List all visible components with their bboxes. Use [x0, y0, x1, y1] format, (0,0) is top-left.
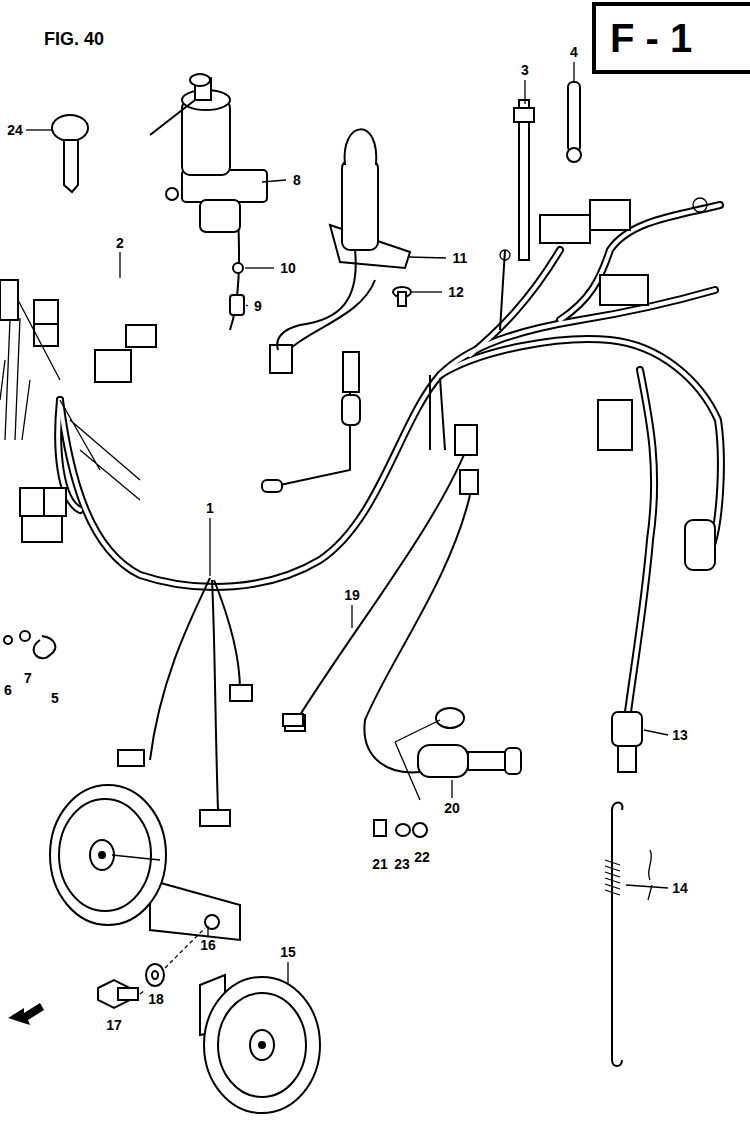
steering-lock — [277, 129, 410, 350]
horn — [200, 975, 320, 1113]
callout-number: 9 — [254, 299, 262, 313]
terminal — [283, 714, 303, 726]
clip — [4, 631, 55, 658]
callout-number: 14 — [672, 881, 688, 895]
screw — [230, 263, 411, 315]
callout-number: 5 — [51, 691, 59, 705]
callout-number: 23 — [394, 857, 410, 871]
callout-number: 18 — [148, 992, 164, 1006]
callout-number: 19 — [344, 588, 360, 602]
callout-number: 13 — [672, 728, 688, 742]
rear-brake-switch — [605, 712, 652, 1066]
bolt — [98, 928, 205, 1008]
callout-number: 22 — [414, 850, 430, 864]
callout-number: 1 — [206, 501, 214, 515]
key — [52, 115, 88, 192]
leader-line — [26, 62, 668, 983]
connector — [0, 200, 715, 826]
callout-number: 7 — [24, 671, 32, 685]
clamp — [514, 82, 581, 260]
callout-number: 10 — [280, 261, 296, 275]
callout-number: 12 — [448, 285, 464, 299]
callout-number: 24 — [7, 123, 23, 137]
ignition-switch — [150, 74, 267, 232]
callout-number: 2 — [116, 236, 124, 250]
harness-tube — [58, 205, 721, 712]
figure-code: F - 1 — [610, 18, 736, 58]
callout-number: 20 — [444, 801, 460, 815]
callout-number: 17 — [106, 1018, 122, 1032]
horn — [50, 785, 240, 940]
front-arrow — [8, 1003, 44, 1025]
callout-number: 15 — [280, 945, 296, 959]
brake-switch — [374, 708, 521, 837]
callout-number: 11 — [453, 251, 468, 265]
callout-number: 3 — [521, 63, 529, 77]
wire — [150, 215, 505, 810]
callout-number: 6 — [4, 683, 12, 697]
callout-number: 8 — [293, 173, 301, 187]
callout-number: 16 — [200, 938, 216, 952]
figure-code-box: F - 1 — [592, 2, 750, 74]
figure-title: FIG. 40 — [44, 30, 104, 48]
callout-number: 21 — [372, 857, 388, 871]
callout-number: 4 — [570, 45, 578, 59]
